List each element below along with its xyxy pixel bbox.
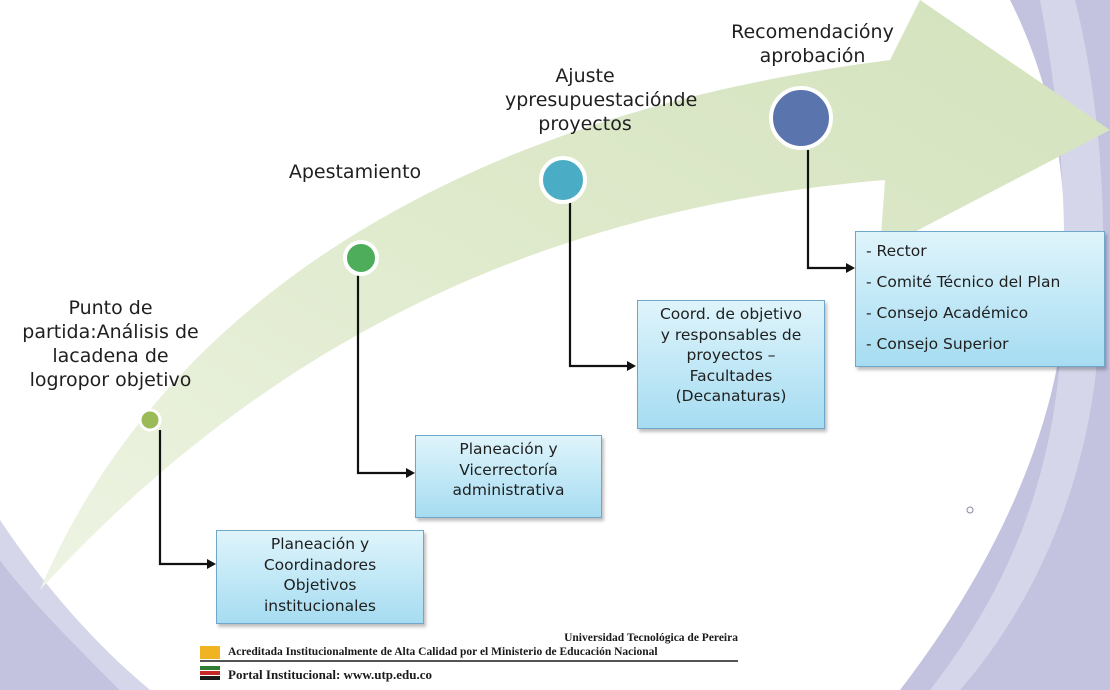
- footer-stripe: [200, 666, 220, 670]
- text-line: y aprobación: [759, 21, 894, 67]
- text-line: Apestamiento: [288, 161, 422, 183]
- connectors: [158, 150, 851, 566]
- footer-accreditation: Acreditada Institucionalmente de Alta Ca…: [228, 646, 658, 658]
- footer-stripe: [200, 671, 220, 675]
- stage-circle-4: [769, 86, 833, 150]
- lavender-arc-inner: [930, 0, 1104, 690]
- stage-title-3: Ajuste ypresupuestaciónde proyectos: [505, 64, 697, 136]
- text-line: Facultades: [689, 366, 773, 385]
- text-line: Ajuste y: [505, 65, 615, 111]
- lavender-arc-left: [0, 560, 120, 690]
- text-line: - Consejo Académico: [866, 304, 1029, 322]
- text-line: administrativa: [452, 481, 565, 499]
- text-line: Recomendación: [731, 21, 883, 43]
- text-line: - Rector: [866, 242, 927, 260]
- footer-portal[interactable]: Portal Institucional: www.utp.edu.co: [228, 667, 433, 682]
- stage-circle-1: [138, 408, 162, 432]
- text-line: cadena de logro: [29, 345, 169, 391]
- stage-circle-3: [539, 156, 587, 204]
- text-line: - Comité Técnico del Plan: [866, 273, 1061, 291]
- text-line: Vicerrectoría: [459, 460, 558, 479]
- stage-box-2: Planeación y Vicerrectoría administrativa: [415, 435, 602, 518]
- stage-circle-2: [343, 240, 379, 276]
- footer-stripe: [200, 676, 220, 680]
- footer-stripe: [200, 646, 220, 659]
- text-line: Punto de partida:: [22, 297, 153, 343]
- stage-title-2: Apestamiento: [270, 160, 440, 184]
- text-line: y responsables de: [660, 325, 802, 344]
- text-line: de proyectos: [538, 89, 698, 135]
- text-line: Coord. de objetivo: [659, 305, 803, 323]
- stage-title-1: Punto de partida:Análisis de lacadena de…: [18, 296, 203, 392]
- stage-box-3: Coord. de objetivo y responsables de proye…: [637, 300, 825, 429]
- text-line: Objetivos: [283, 576, 357, 594]
- stage-box-4: - Rector - Comité Técnico del Plan - Conse…: [855, 231, 1105, 367]
- small-dot: [966, 506, 974, 514]
- text-line: presupuestación: [516, 89, 674, 111]
- connector-arrowheads: [207, 263, 855, 569]
- text-line: proyectos –: [686, 346, 776, 364]
- text-line: Planeación y: [459, 440, 558, 458]
- text-line: - Consejo Superior: [866, 335, 1009, 353]
- progress-arrow: [40, 0, 1110, 590]
- text-line: Análisis de la: [52, 321, 199, 367]
- text-line: por objetivo: [77, 369, 192, 391]
- text-line: Planeación y: [270, 535, 370, 553]
- text-line: (Decanaturas): [675, 387, 787, 405]
- text-line: institucionales: [263, 596, 377, 615]
- stage-title-4: Recomendacióny aprobación: [725, 20, 900, 68]
- text-line: Coordinadores: [263, 555, 377, 574]
- footer-university: Universidad Tecnológica de Pereira: [564, 632, 738, 644]
- footer-stripes: [200, 646, 220, 680]
